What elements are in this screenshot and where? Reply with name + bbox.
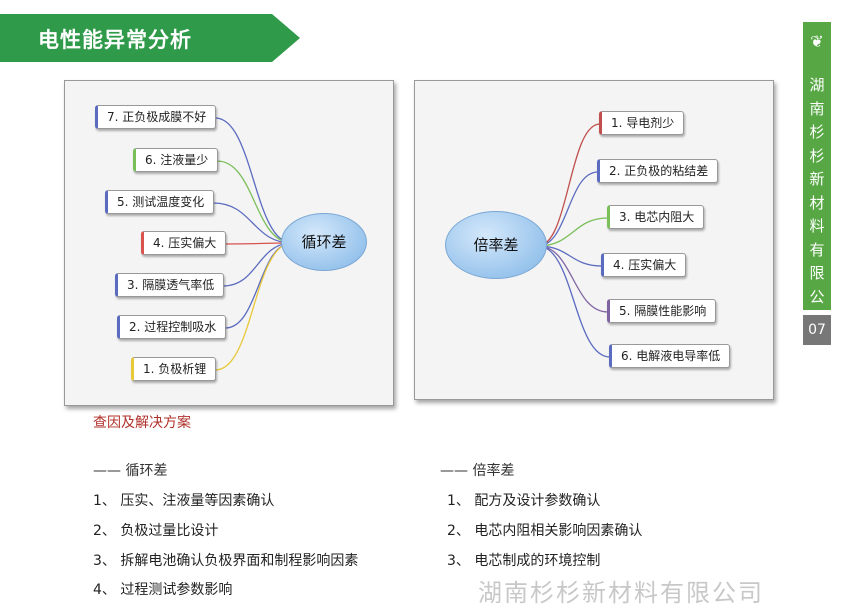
rate-solution-item: 1、 配方及设计参数确认 — [447, 493, 601, 509]
rate-solutions-title: —— 倍率差 — [440, 463, 515, 479]
cycle-node-5: 5. 测试温度变化 — [105, 190, 215, 214]
cycle-node-1: 1. 负极析锂 — [131, 357, 217, 381]
rate-node-1: 1. 导电剂少 — [599, 111, 685, 135]
rate-node-2: 2. 正负极的粘结差 — [597, 159, 719, 183]
connector-line — [537, 217, 609, 247]
company-side-strip: ❦ 湖南杉杉新材料有限公司 — [803, 22, 831, 329]
connector-line — [537, 245, 609, 313]
cycle-node-4: 4. 压实偏大 — [141, 231, 227, 255]
cycle-solution-item: 1、 压实、注液量等因素确认 — [93, 493, 275, 509]
company-watermark: 湖南杉杉新材料有限公司 — [478, 579, 764, 607]
rate-node-3: 3. 电芯内阻大 — [607, 205, 705, 229]
connector-line — [217, 160, 293, 244]
rate-node-5: 5. 隔膜性能影响 — [607, 299, 717, 323]
company-logo-icon: ❦ — [810, 32, 824, 51]
company-name: 湖南杉杉新材料有限公司 — [809, 76, 825, 329]
cycle-solution-item: 3、 拆解电池确认负极界面和制程影响因素 — [93, 553, 359, 569]
page-number: 07 — [803, 315, 831, 345]
connector-line — [225, 242, 293, 329]
cycle-solution-item: 2、 负极过量比设计 — [93, 523, 219, 539]
cycle-hub: 循环差 — [281, 213, 367, 271]
title-banner — [0, 14, 300, 62]
rate-hub: 倍率差 — [445, 211, 547, 279]
connector-line — [537, 171, 599, 247]
rate-solution-item: 3、 电芯制成的环境控制 — [447, 553, 601, 569]
connector-line — [537, 245, 611, 358]
page-title: 电性能异常分析 — [38, 28, 192, 52]
connector-line — [215, 242, 293, 371]
cycle-node-3: 3. 隔膜透气率低 — [115, 273, 225, 297]
connector-line — [215, 117, 293, 244]
cycle-diagram-connectors — [213, 117, 293, 371]
cycle-diagram-panel: 循环差 7. 正负极成膜不好 6. 注液量少 5. 测试温度变化 4. 压实偏大… — [64, 80, 394, 406]
cycle-node-7: 7. 正负极成膜不好 — [95, 105, 217, 129]
cycle-node-6: 6. 注液量少 — [133, 148, 219, 172]
connector-line — [213, 202, 293, 244]
rate-diagram-panel: 倍率差 1. 导电剂少 2. 正负极的粘结差 3. 电芯内阻大 4. 压实偏大 … — [414, 80, 774, 400]
rate-node-6: 6. 电解液电导率低 — [609, 344, 731, 368]
cycle-solutions-title: —— 循环差 — [93, 463, 168, 479]
cycle-solution-item: 4、 过程测试参数影响 — [93, 582, 233, 598]
solutions-heading: 查因及解决方案 — [93, 415, 191, 431]
rate-solution-item: 2、 电芯内阻相关影响因素确认 — [447, 523, 643, 539]
rate-node-4: 4. 压实偏大 — [601, 253, 687, 277]
connector-line — [537, 123, 601, 247]
cycle-node-2: 2. 过程控制吸水 — [117, 315, 227, 339]
